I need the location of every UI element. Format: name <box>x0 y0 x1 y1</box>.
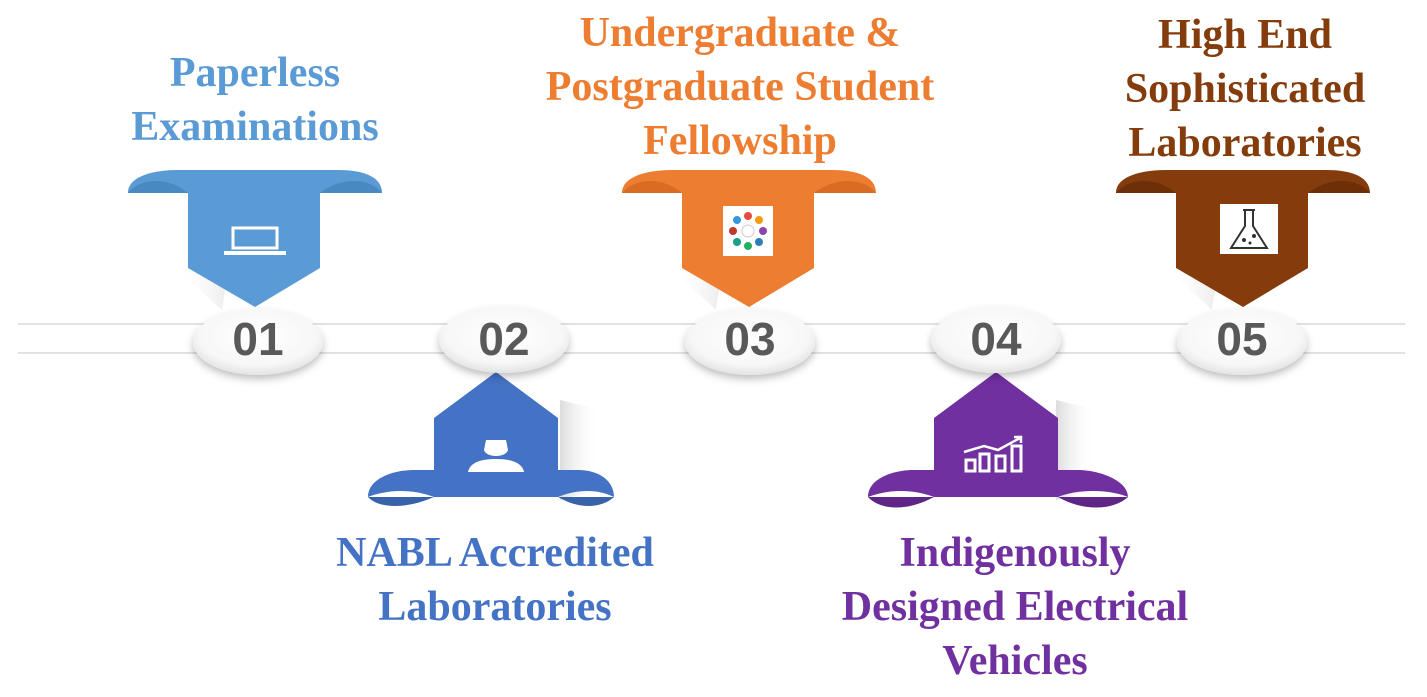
flask-icon <box>1220 204 1278 254</box>
oval-05 <box>1177 309 1307 375</box>
arrow-step-02 <box>368 372 614 507</box>
arrow-step-04 <box>868 372 1128 508</box>
arrow-step-05 <box>1116 170 1370 310</box>
step-title-03-line: Undergraduate & <box>579 10 901 56</box>
oval-03 <box>685 309 815 375</box>
step-title-04: Indigenously Designed Electrical Vehicle… <box>790 526 1240 688</box>
step-title-03-line: Fellowship <box>643 118 837 164</box>
step-title-05-line: Laboratories <box>1128 120 1362 166</box>
step-title-03-line: Postgraduate Student <box>545 64 935 110</box>
oval-01 <box>193 309 323 375</box>
person-icon <box>468 440 524 472</box>
step-title-01-line: Examinations <box>131 104 379 150</box>
bar-chart-icon <box>963 435 1023 473</box>
step-title-05-line: High End <box>1158 12 1332 58</box>
step-title-01-line: Paperless <box>169 50 341 96</box>
step-number-01: 01 <box>232 313 284 365</box>
step-title-02: NABL Accredited Laboratories <box>290 526 700 634</box>
step-title-04-line: Designed Electrical <box>841 584 1189 630</box>
step-title-02-line: Laboratories <box>378 584 612 630</box>
step-title-05-line: Sophisticated <box>1124 66 1366 112</box>
step-number-02: 02 <box>478 313 530 365</box>
arrow-step-03 <box>622 170 876 310</box>
step-number-05: 05 <box>1216 313 1268 365</box>
arrow-step-01 <box>128 170 382 310</box>
step-title-02-line: NABL Accredited <box>336 530 654 576</box>
step-title-04-line: Indigenously <box>899 530 1131 576</box>
step-title-01: Paperless Examinations <box>105 46 405 154</box>
step-number-04: 04 <box>970 313 1022 365</box>
number-ovals <box>193 307 1307 375</box>
step-title-05: High End Sophisticated Laboratories <box>1090 8 1400 170</box>
laptop-icon <box>224 226 286 255</box>
people-circle-icon <box>723 206 773 256</box>
step-title-03: Undergraduate & Postgraduate Student Fel… <box>490 6 990 168</box>
step-number-03: 03 <box>724 313 776 365</box>
step-title-04-line: Vehicles <box>942 638 1088 684</box>
oval-02 <box>439 307 569 373</box>
oval-04 <box>931 307 1061 373</box>
